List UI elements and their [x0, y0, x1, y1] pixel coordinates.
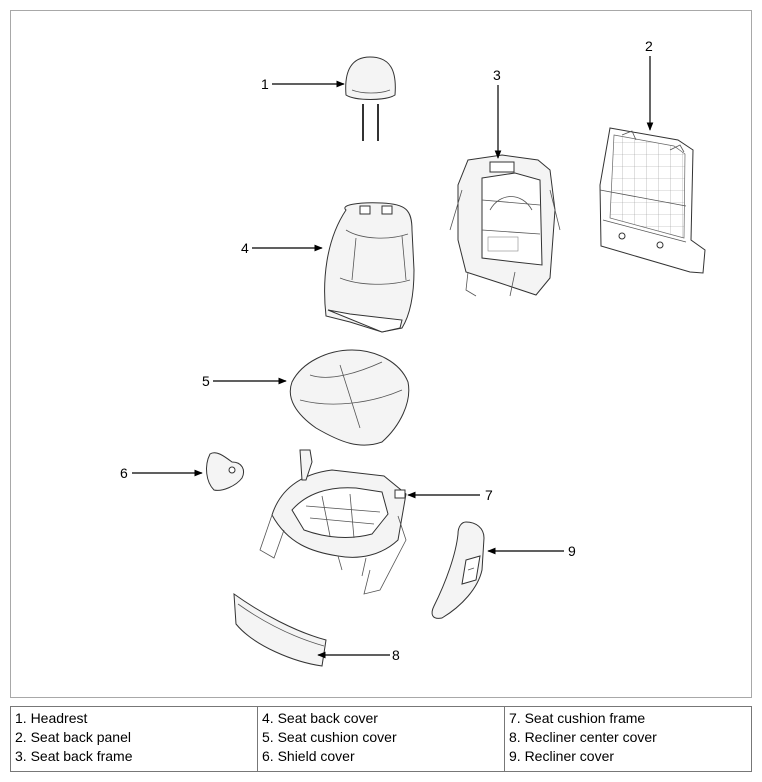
legend-item: 2. Seat back panel — [15, 729, 131, 745]
legend-column-1: 1. Headrest 2. Seat back panel 3. Seat b… — [10, 706, 258, 772]
legend-item: 8. Recliner center cover — [509, 729, 657, 745]
callout-3: 3 — [493, 67, 501, 83]
shield-cover-part — [206, 452, 245, 491]
callout-2: 2 — [645, 38, 653, 54]
callout-4: 4 — [241, 240, 249, 256]
legend-item: 7. Seat cushion frame — [509, 710, 646, 726]
seat-back-frame-part — [449, 154, 561, 297]
recliner-cover-part — [431, 521, 485, 619]
seat-back-panel-part — [599, 127, 706, 274]
legend-item: 4. Seat back cover — [262, 710, 378, 726]
seat-cushion-frame-part — [259, 449, 407, 595]
leader-lines — [132, 56, 654, 659]
parts-legend: 1. Headrest 2. Seat back panel 3. Seat b… — [10, 706, 752, 772]
seat-cushion-cover-part — [289, 349, 410, 446]
legend-item: 6. Shield cover — [262, 748, 355, 764]
seat-exploded-diagram — [132, 56, 706, 667]
callout-7: 7 — [485, 487, 493, 503]
callout-5: 5 — [202, 373, 210, 389]
legend-item: 5. Seat cushion cover — [262, 729, 397, 745]
legend-item: 9. Recliner cover — [509, 748, 615, 764]
legend-column-2: 4. Seat back cover 5. Seat cushion cover… — [257, 706, 505, 772]
legend-item: 3. Seat back frame — [15, 748, 133, 764]
callout-1: 1 — [261, 76, 269, 92]
callout-8: 8 — [392, 647, 400, 663]
diagram-frame — [10, 10, 752, 698]
callout-9: 9 — [568, 543, 576, 559]
legend-column-3: 7. Seat cushion frame 8. Recliner center… — [504, 706, 752, 772]
recliner-center-cover-part — [233, 592, 327, 667]
seat-back-cover-part — [324, 202, 415, 333]
callout-6: 6 — [120, 465, 128, 481]
headrest-part — [345, 56, 396, 141]
legend-item: 1. Headrest — [15, 710, 88, 726]
